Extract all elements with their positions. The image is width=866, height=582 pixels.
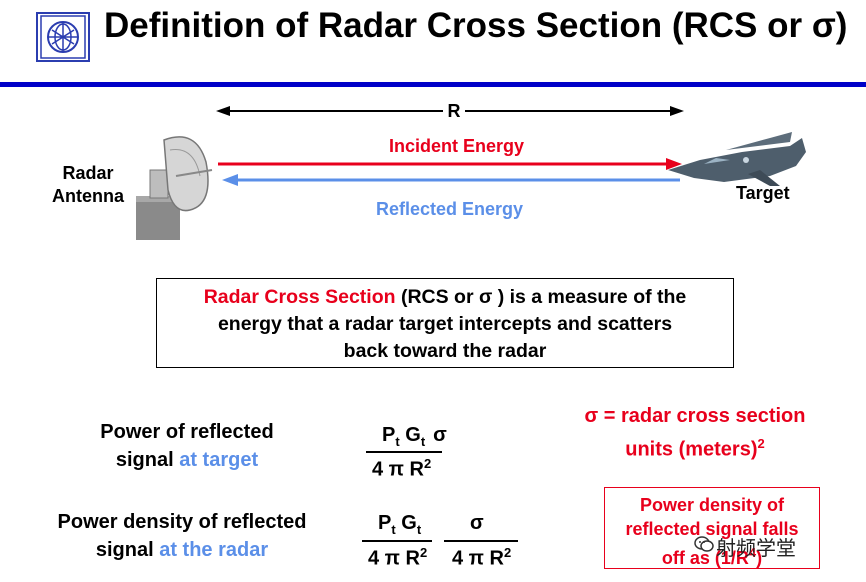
watermark-text: 射频学堂 [716, 536, 796, 560]
exponent: 2 [504, 545, 512, 560]
p-symbol: P [382, 424, 396, 446]
reflected-power-label-line2: signal at target [84, 446, 290, 474]
formula-numerator-2: Pt Gt [378, 512, 421, 537]
fraction-bar [366, 451, 442, 453]
wechat-logo-icon [694, 536, 714, 552]
subscript-t: t [391, 522, 396, 537]
denominator-text: 4 π R [372, 458, 424, 481]
subscript-t: t [416, 522, 422, 537]
definition-line2: energy that a radar target intercepts an… [217, 313, 673, 335]
falloff-line2: reflected signal falls [625, 519, 799, 539]
definition-text-1: (RCS or σ ) is a measure of the [395, 286, 687, 308]
reflected-power-label-line1: Power of reflected [100, 421, 274, 443]
falloff-line1: Power density of [639, 495, 785, 515]
formula-numerator-3: σ [470, 512, 484, 535]
falloff-note-box: Power density of reflected signal falls … [604, 487, 820, 569]
definition-term: Radar Cross Section [203, 286, 396, 308]
falloff-line3: off as (1/R4) [605, 541, 819, 570]
reflected-power-label: Power of reflected signal at target [84, 418, 290, 474]
radar-label-line2: Antenna [52, 186, 124, 206]
falloff-close: ) [756, 548, 763, 568]
g-symbol: G [399, 424, 421, 446]
power-density-label-line1: Power density of reflected [57, 511, 307, 533]
units-text: units (meters) [625, 438, 758, 461]
exponent: 4 [748, 545, 757, 560]
denominator-text: 4 π R [452, 547, 504, 570]
fraction-bar [444, 540, 518, 542]
subscript-t: t [420, 434, 426, 449]
exponent: 2 [757, 436, 765, 451]
radar-antenna-label: Radar Antenna [40, 162, 136, 208]
reflected-power-highlight: at target [179, 449, 259, 471]
p-symbol: P [378, 512, 392, 534]
sigma-definition-line1: σ = radar cross section [584, 405, 806, 427]
definition-line1: Radar Cross Section (RCS or σ ) is a mea… [157, 284, 733, 311]
formula-denominator-1: 4 π R2 [372, 456, 431, 482]
target-label: Target [736, 183, 790, 203]
sigma-symbol: σ [470, 512, 484, 534]
incident-energy-label: Incident Energy [389, 136, 525, 156]
fighter-jet-icon [668, 132, 806, 186]
fraction-bar [362, 540, 432, 542]
title-divider [0, 82, 866, 87]
exponent: 2 [420, 545, 428, 560]
g-symbol: G [395, 512, 417, 534]
power-density-label-plain: signal [95, 539, 160, 561]
sigma-definition: σ = radar cross section units (meters)2 [560, 402, 830, 464]
formula-denominator-3: 4 π R2 [452, 545, 511, 571]
university-seal-logo [36, 12, 90, 62]
denominator-text: 4 π R [368, 547, 420, 570]
formula-denominator-2: 4 π R2 [368, 545, 427, 571]
radar-diagram [136, 106, 806, 240]
sigma-definition-line2: units (meters)2 [560, 430, 830, 464]
radar-label-line1: Radar [62, 163, 114, 183]
page-title: Definition of Radar Cross Section (RCS o… [104, 6, 848, 45]
reflected-power-density-label: Power density of reflected signal at the… [36, 508, 328, 564]
power-density-highlight: at the radar [159, 539, 269, 561]
power-density-label-line2: signal at the radar [36, 536, 328, 564]
definition-box: Radar Cross Section (RCS or σ ) is a mea… [156, 278, 734, 368]
reflected-energy-label: Reflected Energy [376, 199, 524, 219]
falloff-text: off as (1/R [661, 548, 749, 568]
range-label: R [443, 101, 465, 122]
radar-antenna-icon [136, 136, 213, 240]
sigma-symbol: σ [433, 424, 447, 446]
incident-energy-arrow [218, 158, 682, 170]
exponent: 2 [424, 456, 432, 471]
reflected-power-label-plain: signal [115, 449, 180, 471]
subscript-t: t [395, 434, 400, 449]
reflected-energy-arrow [222, 174, 680, 186]
definition-line3: back toward the radar [343, 340, 547, 362]
